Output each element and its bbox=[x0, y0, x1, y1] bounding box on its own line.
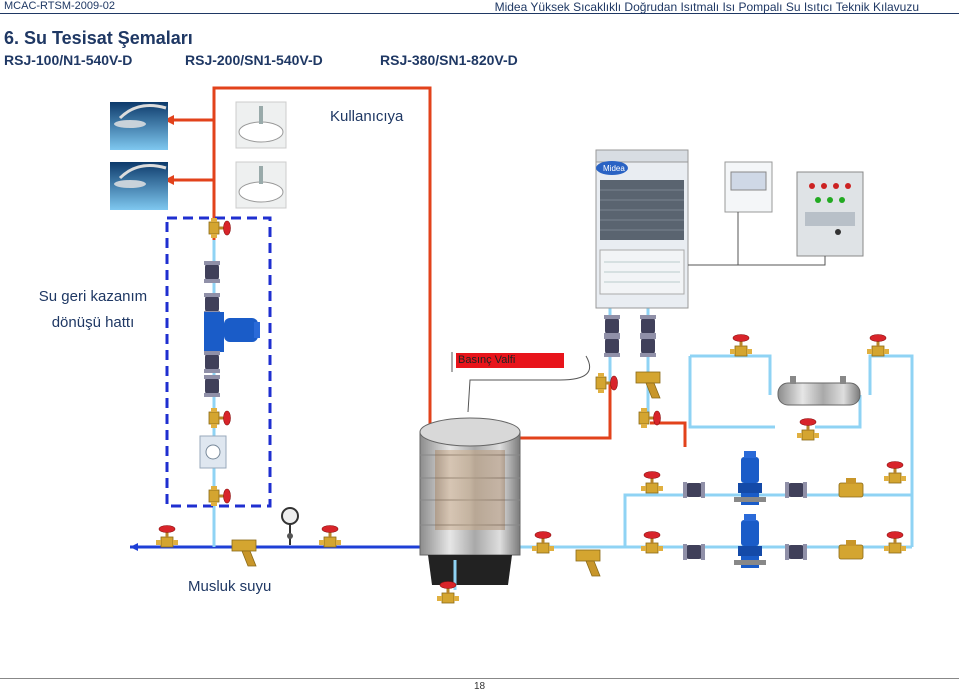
flex-joint bbox=[640, 315, 656, 337]
unit-valve bbox=[595, 372, 618, 394]
flex-joint bbox=[604, 335, 620, 357]
drain-valve bbox=[436, 581, 460, 604]
pump-valve bbox=[640, 471, 664, 494]
pump-valve bbox=[883, 531, 907, 554]
flex-joint bbox=[204, 375, 220, 397]
control-panel-icon bbox=[796, 171, 864, 262]
pump-icon bbox=[734, 514, 766, 568]
label-pressure-valve: Basınç Valfi bbox=[456, 353, 564, 368]
pressure-gauge-icon bbox=[281, 507, 299, 545]
doc-title: Midea Yüksek Sıcaklıklı Doğrudan Isıtmal… bbox=[494, 0, 919, 14]
flex-joint bbox=[204, 293, 220, 315]
return-valve bbox=[208, 407, 231, 429]
storage-tank-icon bbox=[419, 417, 521, 585]
label-return-line-1: Su geri kazanım bbox=[38, 288, 148, 305]
shower-icon bbox=[110, 162, 168, 210]
return-loop-box bbox=[165, 216, 272, 508]
wired-controller-icon bbox=[724, 161, 773, 265]
sink-icon bbox=[235, 161, 287, 209]
flex-joint bbox=[204, 351, 220, 373]
header-divider bbox=[0, 13, 959, 14]
outdoor-brand: Midea bbox=[603, 164, 625, 173]
label-return-line-2: dönüşü hattı bbox=[51, 314, 135, 331]
model-label-1: RSJ-100/N1-540V-D bbox=[4, 52, 133, 68]
pump-valve bbox=[883, 461, 907, 484]
flex-joint bbox=[683, 544, 705, 560]
circulation-pump-icon bbox=[204, 312, 260, 352]
tap-valve bbox=[155, 525, 179, 548]
shower-icon bbox=[110, 102, 168, 150]
strainer-icon bbox=[231, 539, 257, 567]
loop-valve bbox=[729, 334, 753, 357]
sink-icon bbox=[235, 101, 287, 149]
flex-joint bbox=[683, 482, 705, 498]
strainer-icon bbox=[575, 549, 601, 577]
footer-divider bbox=[0, 678, 959, 679]
label-tap-water: Musluk suyu bbox=[188, 578, 272, 595]
flex-joint bbox=[604, 315, 620, 337]
doc-code: MCAC-RTSM-2009-02 bbox=[4, 0, 116, 12]
loop-valve bbox=[866, 334, 890, 357]
section-title: 6. Su Tesisat Şemaları bbox=[4, 28, 193, 48]
pump-icon bbox=[734, 451, 766, 505]
pump-valve bbox=[640, 531, 664, 554]
page-number: 18 bbox=[473, 681, 486, 692]
flex-joint bbox=[785, 544, 807, 560]
flex-joint bbox=[204, 261, 220, 283]
return-valve-top bbox=[208, 217, 231, 239]
return-valve-bottom bbox=[208, 485, 231, 507]
heat-pump-unit-icon: Midea bbox=[595, 149, 689, 309]
unit-valve bbox=[638, 407, 661, 429]
heat-exchanger-icon bbox=[777, 376, 861, 406]
model-label-3: RSJ-380/SN1-820V-D bbox=[380, 52, 518, 68]
check-valve-icon bbox=[838, 477, 864, 498]
check-valve-icon bbox=[838, 539, 864, 560]
flex-joint bbox=[640, 335, 656, 357]
loop-valve bbox=[796, 418, 820, 441]
pump-valve bbox=[531, 531, 555, 554]
label-to-user: Kullanıcıya bbox=[330, 108, 404, 125]
flex-joint bbox=[785, 482, 807, 498]
check-valve-icon bbox=[199, 435, 227, 469]
hot-water-pipe bbox=[172, 86, 687, 447]
model-label-2: RSJ-200/SN1-540V-D bbox=[185, 52, 323, 68]
inlet-valve bbox=[318, 525, 342, 548]
